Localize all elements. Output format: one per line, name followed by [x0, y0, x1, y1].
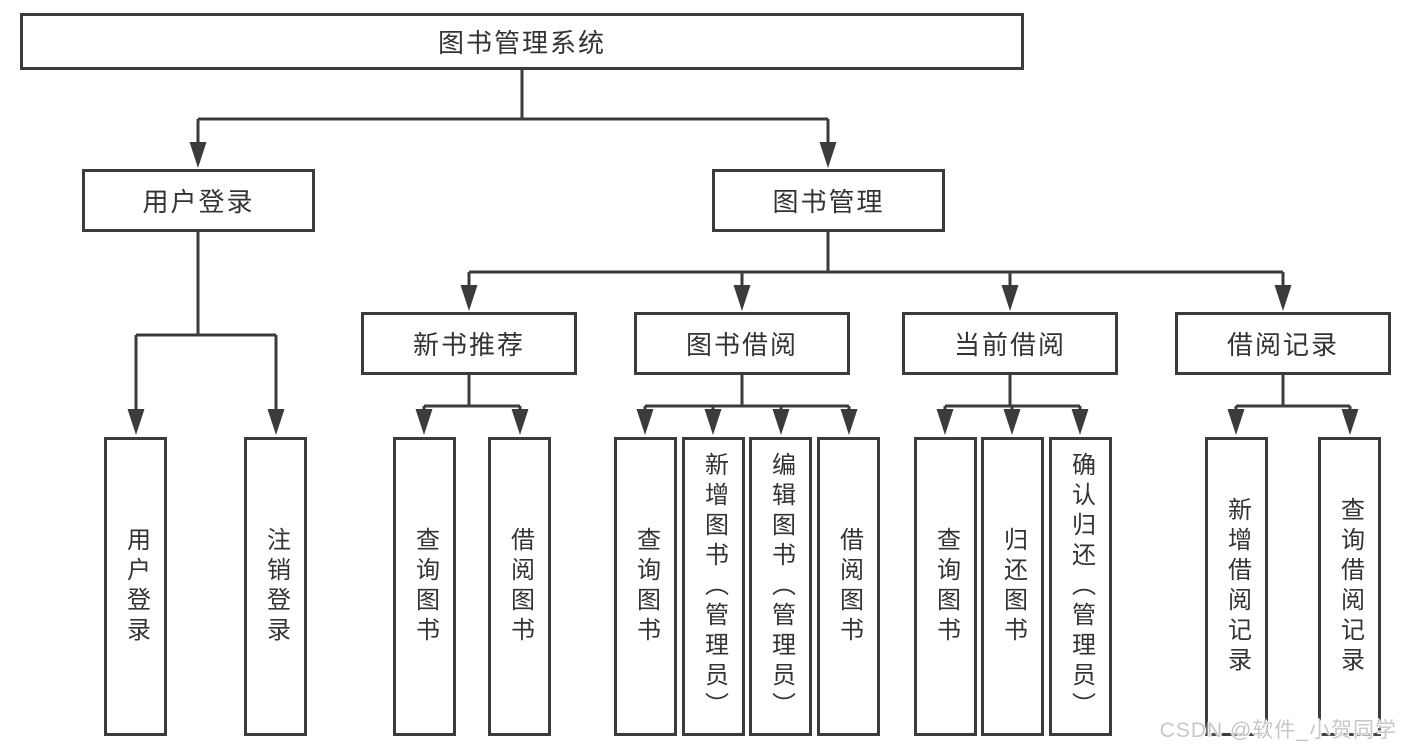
leaf-box-add-book-admin: 新增图书（管理员） [682, 437, 745, 736]
node-label-user-login: 用户登录 [142, 187, 255, 217]
leaf-label-recommend-borrow-books: 借阅图书 [506, 526, 534, 647]
leaf-box-user-login-action: 用户登录 [104, 437, 167, 736]
leaf-box-add-borrow-record: 新增借阅记录 [1205, 437, 1268, 736]
leaf-box-recommend-borrow-books: 借阅图书 [488, 437, 551, 736]
leaf-label-edit-book-admin: 编辑图书（管理员） [767, 451, 795, 722]
node-box-book-borrow: 图书借阅 [634, 312, 850, 375]
watermark-text: CSDN @软件_小贺同学 [1159, 719, 1397, 742]
node-box-user-login: 用户登录 [82, 169, 315, 232]
leaf-box-query-borrow-record: 查询借阅记录 [1318, 437, 1381, 736]
node-label-book-borrow: 图书借阅 [685, 330, 798, 360]
leaf-box-borrow-borrow-books: 借阅图书 [817, 437, 880, 736]
leaf-label-recommend-query-books: 查询图书 [411, 526, 439, 647]
leaf-box-logout: 注销登录 [244, 437, 307, 736]
leaf-label-add-book-admin: 新增图书（管理员） [700, 451, 728, 722]
node-label-borrow-records: 借阅记录 [1226, 330, 1339, 360]
leaf-label-borrow-query-books: 查询图书 [632, 526, 660, 647]
leaf-label-add-borrow-record: 新增借阅记录 [1223, 496, 1251, 677]
leaf-box-borrow-query-books: 查询图书 [614, 437, 677, 736]
node-box-borrow-records: 借阅记录 [1175, 312, 1391, 375]
node-box-system-root: 图书管理系统 [20, 13, 1024, 70]
leaf-box-confirm-return-admin: 确认归还（管理员） [1049, 437, 1112, 736]
leaf-label-user-login-action: 用户登录 [122, 526, 150, 647]
leaf-box-return-books: 归还图书 [981, 437, 1044, 736]
leaf-box-recommend-query-books: 查询图书 [393, 437, 456, 736]
leaf-label-query-borrow-record: 查询借阅记录 [1336, 496, 1364, 677]
node-label-system-root: 图书管理系统 [437, 28, 606, 58]
leaf-box-current-query-books: 查询图书 [914, 437, 977, 736]
leaf-label-logout: 注销登录 [262, 526, 290, 647]
leaf-label-return-books: 归还图书 [999, 526, 1027, 647]
leaf-label-current-query-books: 查询图书 [932, 526, 960, 647]
node-box-new-book-recommend: 新书推荐 [361, 312, 577, 375]
node-label-new-book-recommend: 新书推荐 [412, 330, 525, 360]
leaf-label-borrow-borrow-books: 借阅图书 [835, 526, 863, 647]
node-box-book-management: 图书管理 [712, 169, 945, 232]
node-box-current-borrow: 当前借阅 [902, 312, 1118, 375]
node-label-book-management: 图书管理 [772, 187, 885, 217]
arrowheads [127, 142, 1359, 435]
leaf-box-edit-book-admin: 编辑图书（管理员） [749, 437, 812, 736]
node-label-current-borrow: 当前借阅 [953, 330, 1066, 360]
leaf-label-confirm-return-admin: 确认归还（管理员） [1067, 451, 1095, 722]
